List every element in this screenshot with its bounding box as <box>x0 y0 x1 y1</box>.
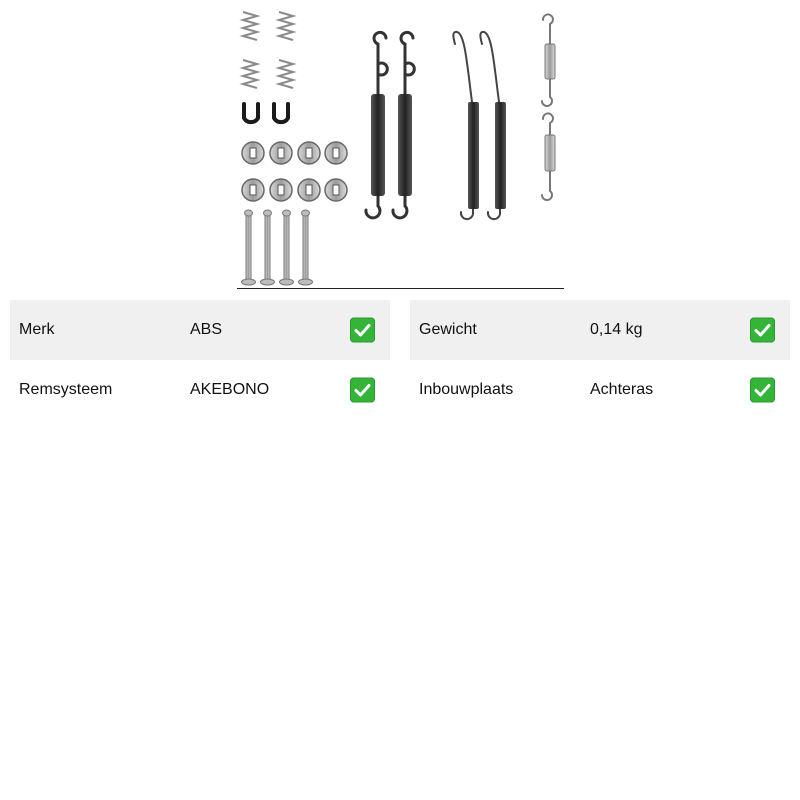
spec-grid: Merk ABS Gewicht 0,14 kg Remsysteem AKEB… <box>10 300 790 420</box>
spec-row-remsysteem: Remsysteem AKEBONO <box>10 360 390 420</box>
check-icon <box>350 377 375 403</box>
spec-label: Merk <box>19 321 55 338</box>
check-icon <box>350 317 375 343</box>
spec-value: ABS <box>190 321 223 338</box>
check-icon <box>750 317 775 343</box>
spec-value: 0,14 kg <box>590 321 643 338</box>
washer-group <box>241 141 348 202</box>
pin-group <box>241 209 313 286</box>
spec-value: Achteras <box>590 381 654 398</box>
spec-label: Gewicht <box>419 321 477 338</box>
spec-row-inbouwplaats: Inbouwplaats Achteras <box>410 360 790 420</box>
check-icon <box>750 377 775 403</box>
spec-label: Inbouwplaats <box>419 381 514 398</box>
spec-value: AKEBONO <box>190 381 270 398</box>
short-spring-group <box>541 13 556 201</box>
spec-row-gewicht: Gewicht 0,14 kg <box>410 300 790 360</box>
product-image <box>239 11 556 286</box>
spec-label: Remsysteem <box>19 381 113 398</box>
small-spring-group <box>239 11 297 89</box>
clip-group <box>242 102 290 125</box>
curved-spring-group <box>452 30 506 221</box>
spec-row-merk: Merk ABS <box>10 300 390 360</box>
long-dark-spring-group <box>364 30 416 220</box>
image-divider <box>237 288 564 289</box>
